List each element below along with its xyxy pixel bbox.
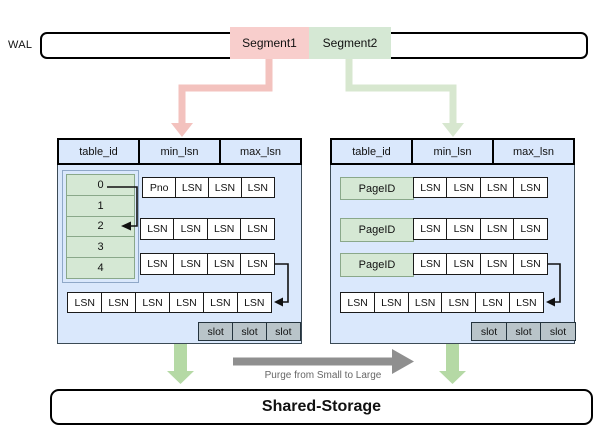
lsn-cell: LSN xyxy=(174,177,210,198)
lsn-cell: LSN xyxy=(373,292,409,313)
right-slot-row: slot slot slot xyxy=(471,322,576,341)
lsn-cell: LSN xyxy=(173,218,209,240)
lsn-cell: LSN xyxy=(206,218,242,240)
table-id-entry: 0 xyxy=(66,174,135,196)
lsn-cell: LSN xyxy=(67,292,103,313)
segment1-block: Segment1 xyxy=(230,27,309,59)
lsn-cell: LSN xyxy=(413,177,448,198)
slot-cell: slot xyxy=(505,322,542,341)
pno-cell: Pno xyxy=(142,177,177,198)
right-lsn-row-1: LSN LSN LSN LSN xyxy=(413,177,548,198)
slot-cell: slot xyxy=(198,322,234,341)
left-table-id-list: 0 1 2 3 4 xyxy=(62,170,139,283)
table-id-entry: 4 xyxy=(66,257,135,279)
segment1-to-left-table-arrow xyxy=(171,59,273,137)
slot-cell: slot xyxy=(265,322,301,341)
right-flush-arrow xyxy=(439,344,466,384)
lsn-cell: LSN xyxy=(207,177,243,198)
lsn-cell: LSN xyxy=(413,253,448,275)
left-lsn-row-4: LSN LSN LSN LSN LSN LSN xyxy=(67,292,273,313)
left-flush-arrow xyxy=(167,344,194,384)
lsn-cell: LSN xyxy=(446,177,482,198)
lsn-cell: LSN xyxy=(446,253,482,275)
lsn-cell: LSN xyxy=(173,253,209,275)
wal-label: WAL xyxy=(8,39,33,51)
right-lsn-row-2: LSN LSN LSN LSN xyxy=(413,218,548,240)
right-header-min-lsn: min_lsn xyxy=(411,140,492,163)
lsn-cell: LSN xyxy=(446,218,482,240)
lsn-cell: LSN xyxy=(513,177,548,198)
lsn-cell: LSN xyxy=(240,218,275,240)
right-lsn-row-4: LSN LSN LSN LSN LSN LSN xyxy=(340,292,544,313)
shared-storage-box: Shared-Storage xyxy=(50,389,593,425)
lsn-cell: LSN xyxy=(479,177,515,198)
lsn-cell: LSN xyxy=(413,218,448,240)
purge-arrow-label: Purge from Small to Large xyxy=(264,370,382,381)
slot-cell: slot xyxy=(540,322,576,341)
left-slot-row: slot slot slot xyxy=(198,322,301,341)
lsn-cell: LSN xyxy=(513,253,548,275)
lsn-cell: LSN xyxy=(140,218,175,240)
left-lsn-row-2: LSN LSN LSN LSN xyxy=(140,218,275,240)
right-header-table-id: table_id xyxy=(352,145,391,158)
lsn-cell: LSN xyxy=(134,292,171,313)
pageid-cell: PageID xyxy=(340,253,414,277)
left-lsn-row-3: LSN LSN LSN LSN xyxy=(140,253,275,275)
slot-cell: slot xyxy=(471,322,507,341)
segment2-to-right-table-arrow xyxy=(345,59,464,137)
left-lsn-row-1: Pno LSN LSN LSN xyxy=(142,177,275,198)
lsn-cell: LSN xyxy=(168,292,205,313)
lsn-cell: LSN xyxy=(140,253,175,275)
table-id-entry: 2 xyxy=(66,215,135,238)
left-header-max-lsn: max_lsn xyxy=(219,140,300,163)
lsn-cell: LSN xyxy=(206,253,242,275)
lsn-cell: LSN xyxy=(240,177,275,198)
lsn-cell: LSN xyxy=(475,292,511,313)
left-table-header: table_id min_lsn max_lsn xyxy=(57,138,302,165)
right-lsn-row-3: LSN LSN LSN LSN xyxy=(413,253,548,275)
slot-cell: slot xyxy=(231,322,268,341)
lsn-cell: LSN xyxy=(513,218,548,240)
lsn-cell: LSN xyxy=(407,292,443,313)
lsn-cell: LSN xyxy=(441,292,477,313)
shared-storage-label: Shared-Storage xyxy=(261,398,382,415)
lsn-cell: LSN xyxy=(479,253,515,275)
lsn-cell: LSN xyxy=(240,253,275,275)
lsn-cell: LSN xyxy=(479,218,515,240)
lsn-cell: LSN xyxy=(508,292,544,313)
lsn-cell: LSN xyxy=(202,292,239,313)
pageid-cell: PageID xyxy=(340,218,414,242)
lsn-cell: LSN xyxy=(340,292,376,313)
table-id-entry: 3 xyxy=(66,236,135,259)
right-table-header: table_id min_lsn max_lsn xyxy=(330,138,575,165)
right-header-max-lsn: max_lsn xyxy=(492,140,573,163)
pageid-cell: PageID xyxy=(340,177,414,200)
segment2-block: Segment2 xyxy=(309,27,391,59)
lsn-cell: LSN xyxy=(236,292,273,313)
lsn-cell: LSN xyxy=(100,292,137,313)
left-header-min-lsn: min_lsn xyxy=(138,140,219,163)
table-id-entry: 1 xyxy=(66,194,135,217)
left-header-table-id: table_id xyxy=(79,145,118,158)
